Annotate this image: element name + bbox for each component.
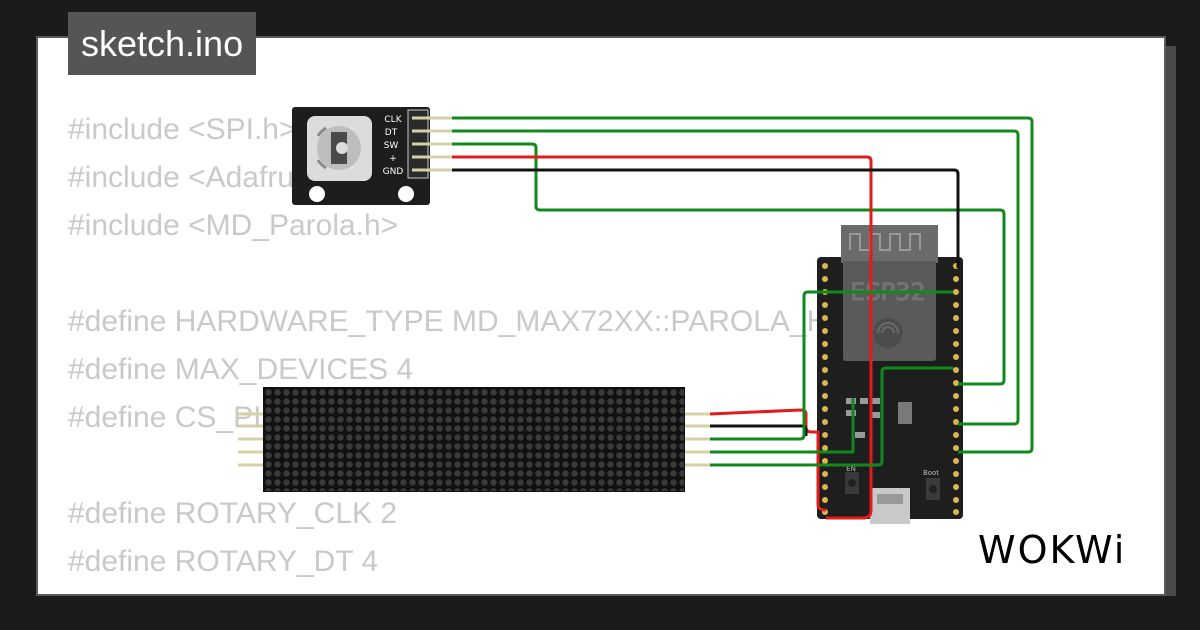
wire-encoder-vcc <box>452 155 873 520</box>
encoder-pin-label: CLK <box>384 115 402 125</box>
code-line: #define ROTARY_DT 4 <box>68 545 379 578</box>
rotary-encoder[interactable]: CLK DT SW + GND <box>292 107 452 205</box>
encoder-pin-label: SW <box>384 141 399 151</box>
matrix-led-grid <box>264 388 684 491</box>
wire-matrix-gnd <box>710 424 808 436</box>
matrix-right-pins <box>685 412 710 467</box>
code-line: #define ROTARY_CLK 2 <box>68 497 398 530</box>
simulation-canvas[interactable]: #include <SPI.h> #include <Adafruit_GFX.… <box>36 36 1166 596</box>
boot-label: Boot <box>923 469 939 477</box>
wire-encoder-clk <box>452 116 1034 454</box>
led-matrix-module[interactable] <box>238 387 710 492</box>
encoder-pin-label: + <box>389 154 397 164</box>
encoder-mount-hole <box>309 186 325 202</box>
esp32-board[interactable]: ESP32 EN <box>817 225 963 524</box>
encoder-mount-hole <box>398 186 414 202</box>
encoder-pins <box>412 116 452 172</box>
wokwi-logo: WOKWi <box>978 528 1127 572</box>
encoder-pin-label: DT <box>385 128 398 138</box>
wires <box>452 116 1034 520</box>
code-line: #define HARDWARE_TYPE MD_MAX72XX::PAROLA… <box>68 305 857 338</box>
sketch-tab-title[interactable]: sketch.ino <box>68 12 257 75</box>
matrix-left-pins <box>238 412 264 467</box>
esp32-module <box>843 261 936 361</box>
code-line: #define MAX_DEVICES 4 <box>68 353 414 386</box>
code-line: #include <MD_Parola.h> <box>68 209 399 242</box>
usb-port <box>870 488 910 524</box>
wire-encoder-gnd <box>452 168 960 268</box>
wire-encoder-sw <box>452 142 1006 386</box>
code-line: #include <SPI.h> <box>68 113 297 146</box>
wire-matrix-cs <box>710 398 855 454</box>
wire-matrix-din <box>710 290 953 441</box>
en-label: EN <box>846 465 856 473</box>
esp32-regulator <box>898 402 912 424</box>
code-line: #define ROTARY_SW 5 <box>68 586 857 594</box>
wire-encoder-dt <box>452 129 1020 426</box>
encoder-pin-label: GND <box>383 167 404 177</box>
wire-matrix-clk <box>710 366 953 467</box>
